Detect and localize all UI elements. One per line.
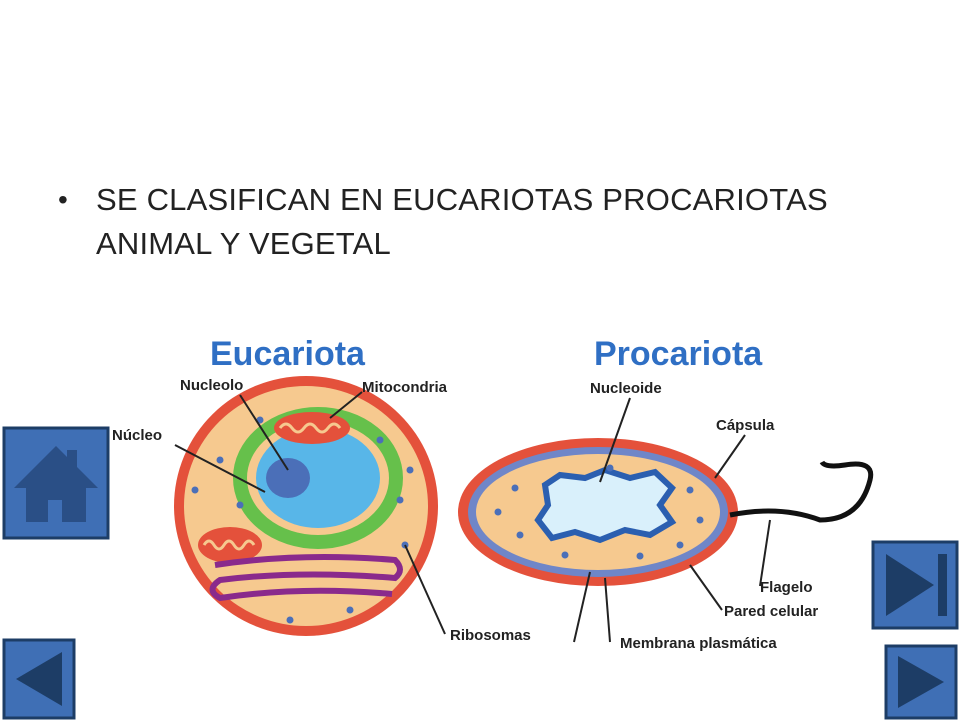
home-button[interactable] — [2, 426, 110, 540]
previous-button[interactable] — [2, 638, 76, 720]
eukaryote-leader-lines — [174, 391, 446, 635]
label-nucleoide: Nucleoide — [590, 380, 662, 397]
prokaryote-cell: Procariota Nucleoide Cápsula Flagelo Par… — [458, 335, 874, 652]
label-membrana: Membrana plasmática — [620, 635, 777, 652]
bullet-list: • SE CLASIFICAN EN EUCARIOTAS PROCARIOTA… — [58, 178, 918, 266]
nucleus — [256, 428, 380, 528]
next-button[interactable] — [884, 644, 958, 720]
eukaryote-cell: Eucariota Nucleolo Mitocondria Núcleo Ri… — [112, 335, 531, 644]
home-icon — [14, 446, 98, 522]
previous-icon — [16, 652, 62, 706]
prokaryote-title: Procariota — [594, 335, 763, 373]
flagellum — [729, 460, 874, 523]
label-capsula: Cápsula — [716, 417, 775, 434]
mitochondrion-left-cristae — [202, 539, 256, 551]
skip-forward-icon — [886, 554, 947, 616]
mitochondrion-top — [274, 412, 350, 444]
label-nucleo: Núcleo — [112, 427, 162, 444]
bullet-text: SE CLASIFICAN EN EUCARIOTAS PROCARIOTAS … — [96, 182, 828, 261]
er-purple — [209, 553, 403, 602]
mitochondrion-left — [198, 527, 262, 563]
next-icon — [898, 656, 944, 708]
mitochondrion-top-cristae — [278, 422, 342, 434]
eukaryote-title: Eucariota — [210, 335, 366, 373]
label-ribosomas: Ribosomas — [450, 627, 531, 644]
label-mitocondria: Mitocondria — [362, 379, 448, 396]
prokaryote-leader-lines — [573, 397, 771, 643]
end-button[interactable] — [871, 540, 959, 630]
label-nucleolo: Nucleolo — [180, 377, 243, 394]
prokaryote-ribosomes — [494, 464, 704, 560]
bullet-dot: • — [58, 184, 69, 215]
label-pared: Pared celular — [724, 603, 818, 620]
label-flagelo: Flagelo — [760, 579, 813, 596]
nucleoid — [534, 466, 677, 544]
nucleolus — [266, 458, 310, 498]
